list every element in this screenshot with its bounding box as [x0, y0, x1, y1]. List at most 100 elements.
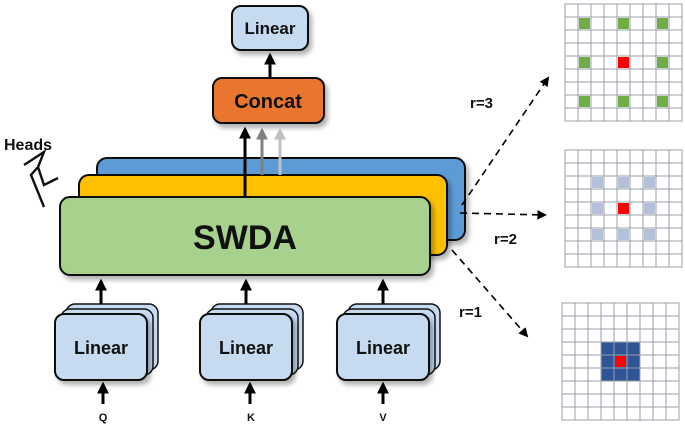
- grid-cell: [639, 328, 654, 343]
- grid-cell: [564, 240, 579, 255]
- grid-cell: [603, 149, 618, 164]
- dilation-neighbor-cell: [657, 57, 668, 68]
- linear-k-stack: Linear: [199, 303, 304, 381]
- grid-center-cell: [618, 57, 629, 68]
- grid-cell: [668, 227, 683, 242]
- grid-cell: [639, 393, 654, 408]
- grid-cell: [574, 393, 589, 408]
- linear-q-rect: [54, 313, 148, 381]
- grid-cell: [655, 81, 670, 96]
- grid-cell: [629, 201, 644, 216]
- grid-cell: [600, 393, 615, 408]
- grid-cell: [642, 162, 657, 177]
- grid-cell: [668, 81, 683, 96]
- input-k-label: K: [247, 412, 255, 424]
- grid-cell: [655, 162, 670, 177]
- grid-cell: [603, 3, 618, 18]
- grid-cell: [590, 16, 605, 31]
- grid-cell: [639, 367, 654, 382]
- grid-cell: [587, 367, 602, 382]
- grid-cell: [639, 380, 654, 395]
- grid-cell: [574, 341, 589, 356]
- grid-cell: [587, 354, 602, 369]
- grid-cell: [574, 315, 589, 330]
- grid-cell: [564, 3, 579, 18]
- grid-cell: [668, 162, 683, 177]
- grid-cell: [577, 81, 592, 96]
- grid-cell: [642, 29, 657, 44]
- grid-cell: [655, 107, 670, 122]
- input-q-label: Q: [99, 412, 108, 424]
- linear-q-label: Linear: [74, 338, 128, 358]
- grid-cell: [603, 240, 618, 255]
- grid-cell: [603, 42, 618, 57]
- dilation-neighbor-cell: [618, 96, 629, 107]
- grid-cell: [668, 16, 683, 31]
- grid-cell: [629, 29, 644, 44]
- grid-cell: [590, 68, 605, 83]
- grid-cell: [600, 302, 615, 317]
- dash-arrow-r2: [459, 210, 547, 220]
- grid-center-cell: [615, 356, 626, 367]
- grid-cell: [642, 68, 657, 83]
- grid-cell: [587, 406, 602, 421]
- dilation-neighbor-cell: [618, 229, 629, 240]
- grid-cell: [642, 214, 657, 229]
- grid-cell: [639, 354, 654, 369]
- grid-cell: [577, 29, 592, 44]
- grid-cell: [629, 81, 644, 96]
- grid-cell: [626, 393, 641, 408]
- grid-cell: [577, 175, 592, 190]
- dilation-grid-r2: [564, 149, 683, 268]
- grid-cell: [629, 188, 644, 203]
- dilation-neighbor-cell: [592, 229, 603, 240]
- grid-cell: [616, 214, 631, 229]
- dilation-grid-r1: [561, 302, 680, 421]
- grid-cell: [590, 214, 605, 229]
- grid-cell: [590, 162, 605, 177]
- dilation-neighbor-cell: [644, 229, 655, 240]
- grid-cell: [626, 406, 641, 421]
- grid-cell: [655, 227, 670, 242]
- grid-cell: [652, 341, 667, 356]
- grid-cell: [642, 94, 657, 109]
- grid-cell: [587, 380, 602, 395]
- grid-cell: [564, 227, 579, 242]
- grid-cell: [590, 188, 605, 203]
- grid-cell: [629, 149, 644, 164]
- grid-cell: [655, 175, 670, 190]
- grid-cell: [629, 162, 644, 177]
- grid-cell: [564, 81, 579, 96]
- grid-cell: [665, 341, 680, 356]
- grid-cell: [655, 68, 670, 83]
- grid-cell: [639, 302, 654, 317]
- grid-cell: [564, 162, 579, 177]
- grid-cell: [665, 354, 680, 369]
- grid-cell: [564, 149, 579, 164]
- grid-cell: [642, 55, 657, 70]
- grid-cell: [642, 240, 657, 255]
- grid-cell: [629, 227, 644, 242]
- grid-cell: [561, 367, 576, 382]
- grid-cell: [590, 240, 605, 255]
- grid-cell: [642, 81, 657, 96]
- grid-cell: [561, 315, 576, 330]
- grid-cell: [603, 175, 618, 190]
- grid-cell: [574, 302, 589, 317]
- grid-cell: [626, 315, 641, 330]
- dilation-neighbor-cell: [644, 177, 655, 188]
- grid-cell: [616, 253, 631, 268]
- grid-cell: [603, 55, 618, 70]
- dilation-neighbor-cell: [592, 203, 603, 214]
- input-v-label: V: [379, 412, 387, 424]
- grid-cell: [639, 406, 654, 421]
- dash-arrow-r3: [461, 76, 550, 206]
- grid-cell: [629, 16, 644, 31]
- dilation-neighbor-cell: [644, 203, 655, 214]
- grid-center-cell: [618, 203, 629, 214]
- grid-cell: [629, 214, 644, 229]
- grid-cell: [564, 42, 579, 57]
- linear-q-stack: Linear: [54, 303, 159, 381]
- dilation-neighbor-cell: [618, 18, 629, 29]
- grid-cell: [665, 302, 680, 317]
